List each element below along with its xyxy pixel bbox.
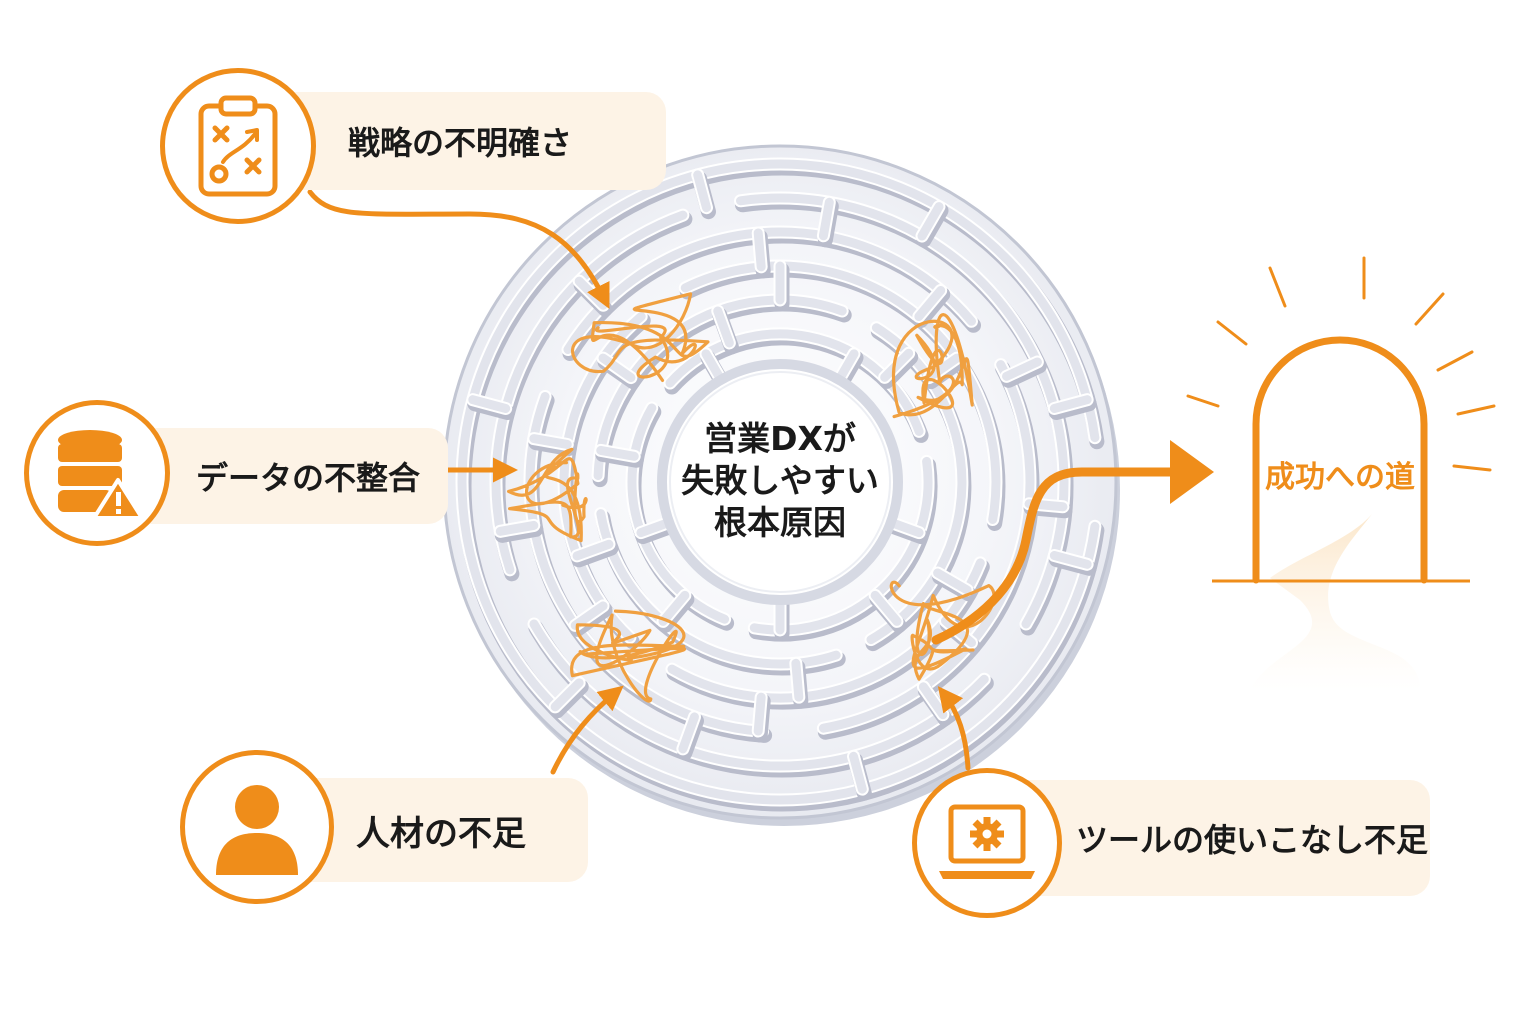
gear-icon <box>970 817 1004 851</box>
database-warning-icon <box>58 430 144 520</box>
exit-arrow <box>931 440 1214 645</box>
strategy-icon-circle <box>160 68 316 224</box>
goal-path <box>1250 514 1420 690</box>
tools-label: ツールの使いこなし不足 <box>1076 821 1429 859</box>
goal-label: 成功への道 <box>1265 460 1415 495</box>
talent-label: 人材の不足 <box>356 813 526 854</box>
laptop-gear-icon <box>939 804 1035 879</box>
center-title-line2: 失敗しやすい <box>681 461 879 501</box>
center-title-line3: 根本原因 <box>714 503 846 543</box>
strategy-label-box: 戦略の不明確さ <box>250 92 666 190</box>
strategy-arrow <box>307 189 610 309</box>
tools-icon-circle <box>912 768 1062 918</box>
data-label-box: データの不整合 <box>110 428 448 524</box>
person-icon <box>216 785 298 875</box>
cause-arrows <box>307 189 971 775</box>
clipboard-strategy-icon <box>198 95 278 197</box>
center-title: 営業DXが 失敗しやすい 根本原因 <box>680 418 880 545</box>
data-label: データの不整合 <box>196 459 421 497</box>
center-title-line1: 営業DXが <box>704 419 856 458</box>
tools-arrow <box>937 686 971 771</box>
data-icon-circle <box>24 400 170 546</box>
tools-label-box: ツールの使いこなし不足 <box>990 780 1430 896</box>
talent-arrow <box>550 685 624 775</box>
archway-icon <box>1186 256 1496 690</box>
strategy-label: 戦略の不明確さ <box>348 124 573 162</box>
talent-icon-circle <box>180 750 334 904</box>
